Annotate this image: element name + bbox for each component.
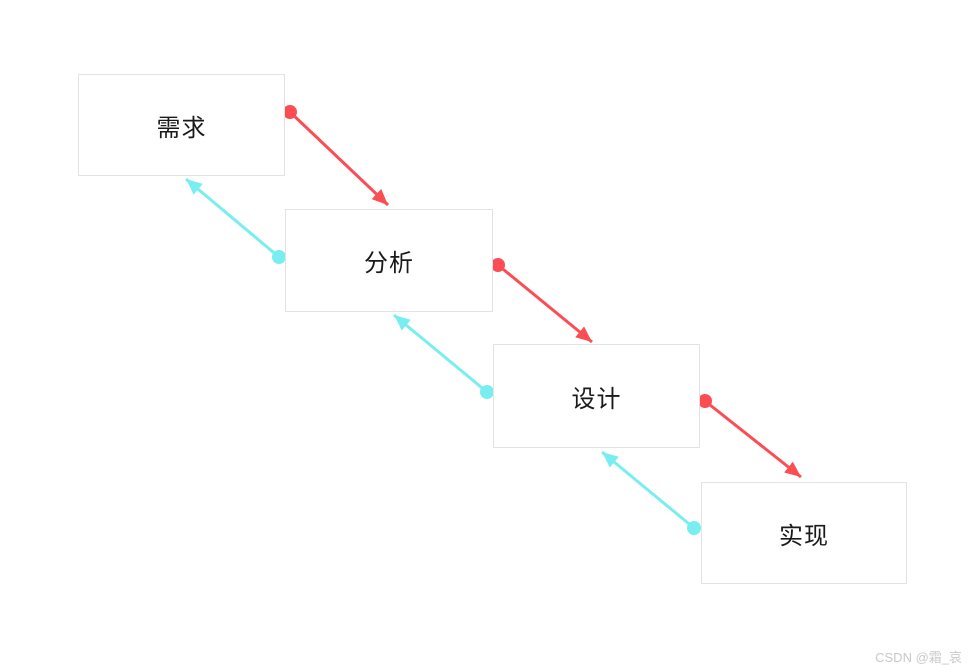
- node-analysis-label: 分析: [364, 250, 414, 277]
- edge-line[interactable]: [601, 450, 695, 530]
- edge-endpoint-dot[interactable]: [480, 385, 494, 399]
- edge-endpoint-dot[interactable]: [283, 105, 297, 119]
- node-implementation-label: 实现: [779, 522, 829, 550]
- node-requirements[interactable]: 需求: [78, 74, 285, 176]
- edge-back-design-to-analysis[interactable]: [393, 313, 494, 399]
- edge-back-analysis-to-requirements[interactable]: [185, 177, 286, 264]
- node-analysis[interactable]: 分析: [285, 209, 493, 312]
- edge-endpoint-dot[interactable]: [491, 258, 505, 272]
- edge-endpoint-dot[interactable]: [272, 250, 286, 264]
- edge-back-implementation-to-design[interactable]: [601, 450, 701, 535]
- node-design-label: 设计: [571, 385, 622, 413]
- watermark: CSDN @霜_哀: [875, 650, 962, 665]
- node-design[interactable]: 设计: [493, 344, 700, 448]
- node-requirements-label: 需求: [156, 114, 207, 142]
- edge-line[interactable]: [185, 177, 280, 259]
- edge-endpoint-dot[interactable]: [698, 394, 712, 408]
- edge-endpoint-dot[interactable]: [687, 521, 701, 535]
- edge-line[interactable]: [497, 263, 593, 344]
- edge-forward-design-to-implementation[interactable]: [698, 394, 802, 479]
- node-implementation[interactable]: 实现: [701, 482, 907, 584]
- edge-forward-analysis-to-design[interactable]: [491, 258, 593, 344]
- edge-forward-requirements-to-analysis[interactable]: [283, 105, 390, 207]
- edge-line[interactable]: [393, 313, 488, 394]
- edge-line[interactable]: [288, 110, 390, 207]
- edge-line[interactable]: [704, 399, 802, 479]
